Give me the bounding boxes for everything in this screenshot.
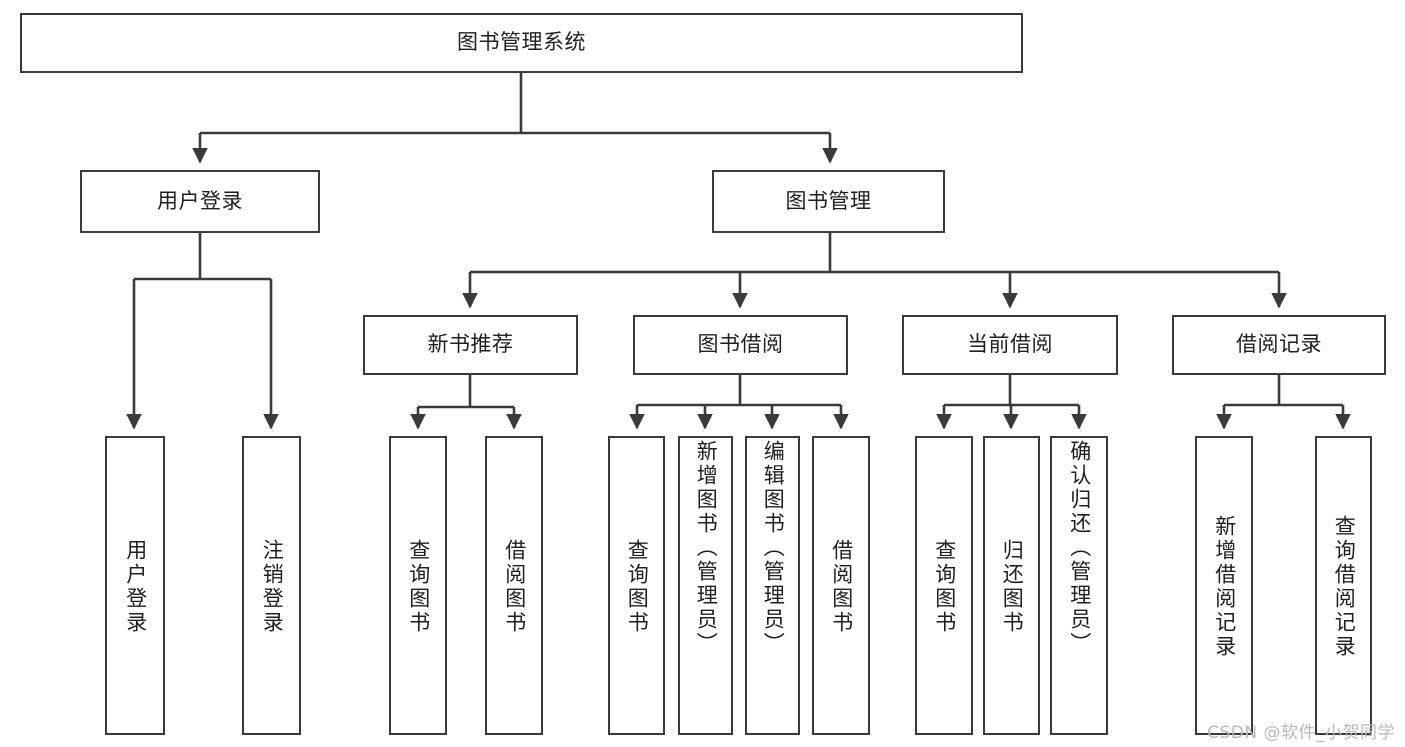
node-book-borrow-label: 图书借阅 (697, 332, 784, 357)
node-leaf-confirm-return-label: 确认归还（管理员） (1067, 440, 1092, 656)
node-leaf-return-book-label: 归还图书 (1000, 538, 1025, 635)
node-current-borrow-label: 当前借阅 (967, 332, 1053, 357)
node-leaf-query-borrow-record-label: 查询借阅记录 (1332, 514, 1357, 659)
connector-book-borrow-to-leaves (629, 375, 849, 430)
node-leaf-user-logout-label: 注销登录 (260, 538, 285, 635)
node-book-borrow[interactable]: 图书借阅 (633, 315, 848, 375)
node-book-management[interactable]: 图书管理 (712, 170, 945, 233)
connector-book-management-to-level3 (462, 233, 1287, 309)
node-user-login-label: 用户登录 (157, 188, 243, 213)
connector-current-borrow-to-leaves (936, 375, 1087, 430)
node-leaf-borrow-book-2[interactable]: 借阅图书 (812, 436, 870, 735)
node-user-login[interactable]: 用户登录 (80, 170, 320, 233)
node-root[interactable]: 图书管理系统 (20, 13, 1023, 73)
node-leaf-return-book[interactable]: 归还图书 (983, 436, 1040, 735)
node-leaf-query-book-1[interactable]: 查询图书 (389, 436, 447, 735)
node-leaf-user-login-label: 用户登录 (123, 538, 148, 635)
connector-borrow-record-to-leaves (1216, 375, 1351, 430)
node-leaf-query-book-3-label: 查询图书 (932, 538, 957, 635)
node-root-label: 图书管理系统 (457, 30, 586, 55)
node-leaf-query-book-2[interactable]: 查询图书 (608, 436, 665, 735)
node-leaf-query-book-1-label: 查询图书 (406, 538, 431, 635)
node-leaf-add-book-label: 新增图书（管理员） (694, 440, 719, 656)
node-leaf-query-borrow-record[interactable]: 查询借阅记录 (1315, 436, 1372, 735)
node-leaf-user-logout[interactable]: 注销登录 (242, 436, 301, 735)
node-borrow-record-label: 借阅记录 (1236, 332, 1322, 357)
connector-new-book-recommend-to-leaves (410, 375, 522, 430)
node-leaf-query-book-3[interactable]: 查询图书 (915, 436, 973, 735)
node-leaf-add-borrow-record-label: 新增借阅记录 (1212, 514, 1237, 659)
node-leaf-add-borrow-record[interactable]: 新增借阅记录 (1195, 436, 1253, 735)
connector-user-login-to-leaves (126, 233, 279, 430)
node-leaf-edit-book-label: 编辑图书（管理员） (761, 440, 786, 656)
csdn-watermark: CSDN @软件_小贺同学 (1207, 723, 1395, 743)
node-leaf-query-book-2-label: 查询图书 (625, 538, 650, 635)
node-current-borrow[interactable]: 当前借阅 (902, 315, 1118, 375)
node-leaf-borrow-book-1[interactable]: 借阅图书 (485, 436, 543, 735)
node-leaf-edit-book[interactable]: 编辑图书（管理员） (745, 436, 800, 735)
node-book-management-label: 图书管理 (785, 188, 872, 213)
node-leaf-user-login[interactable]: 用户登录 (105, 436, 165, 735)
node-borrow-record[interactable]: 借阅记录 (1172, 315, 1386, 375)
node-leaf-add-book[interactable]: 新增图书（管理员） (678, 436, 733, 735)
connector-root-to-level2 (192, 73, 838, 164)
node-new-book-recommend-label: 新书推荐 (427, 332, 514, 357)
node-leaf-borrow-book-1-label: 借阅图书 (502, 538, 527, 635)
node-new-book-recommend[interactable]: 新书推荐 (363, 315, 578, 375)
node-leaf-confirm-return[interactable]: 确认归还（管理员） (1050, 436, 1108, 735)
node-leaf-borrow-book-2-label: 借阅图书 (829, 538, 854, 635)
